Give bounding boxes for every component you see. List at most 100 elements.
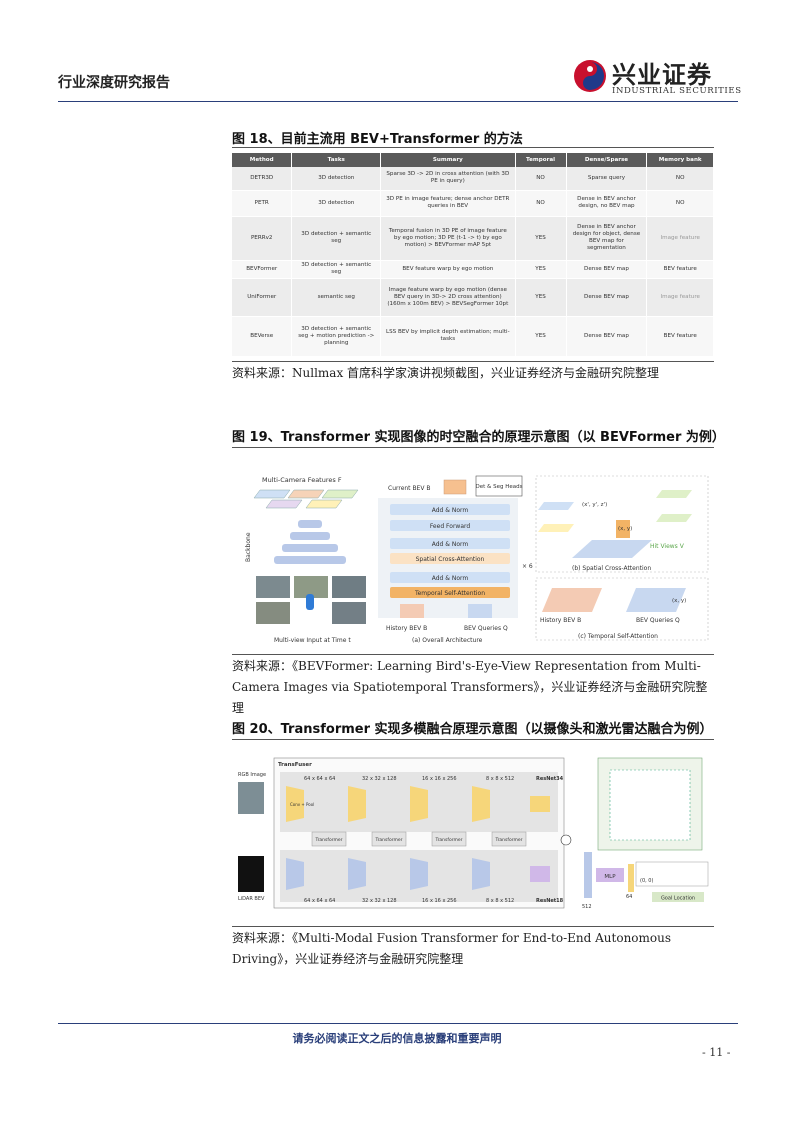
feature-plane	[287, 489, 325, 499]
backbone-layer	[274, 556, 346, 564]
size-label: 16 x 16 x 256	[422, 776, 457, 782]
history-bev-label: History BEV B	[386, 625, 427, 632]
conv-block	[348, 858, 366, 890]
bev-queries-label: BEV Queries Q	[464, 625, 508, 632]
size-label: 8 x 8 x 512	[486, 898, 514, 904]
camera-image	[332, 602, 366, 624]
table-cell: 3D detection + semantic seg + motion pre…	[291, 316, 382, 357]
conv-block	[472, 786, 490, 822]
figure-19-title: 图 19、Transformer 实现图像的时空融合的原理示意图（以 BEVFo…	[232, 430, 725, 445]
multiview-label: Multi-view Input at Time t	[274, 637, 351, 644]
temporal-sa-label: Temporal Self-Attention	[414, 590, 485, 597]
table-cell: Dense BEV map	[566, 316, 648, 357]
transformer-label: Transformer	[314, 837, 342, 843]
feature-plane	[265, 499, 303, 509]
n512-label: 512	[582, 904, 592, 910]
table-cell: Dense in BEV anchor design for object, d…	[566, 216, 648, 261]
table-cell: 3D detection	[291, 167, 382, 191]
table-row: BEVerse 3D detection + semantic seg + mo…	[232, 316, 714, 357]
history-bev-label-2: History BEV B	[540, 617, 581, 624]
add-norm-label: Add & Norm	[432, 575, 469, 582]
table-cell: 3D PE in image feature; dense anchor DET…	[380, 190, 516, 217]
table-cell: BEVFormer	[232, 260, 293, 279]
table-cell: NO	[515, 167, 567, 191]
column-header: Tasks	[291, 153, 382, 167]
figure-19-source: 资料来源：《BEVFormer: Learning Bird's-Eye-Vie…	[232, 659, 708, 715]
feed-forward-block	[390, 520, 510, 531]
table-cell: NO	[515, 190, 567, 217]
table-cell: PETR	[232, 190, 293, 217]
conv-block	[410, 786, 428, 822]
header-rule	[58, 101, 738, 102]
conv-block	[348, 786, 366, 822]
transformer-label: Transformer	[434, 837, 462, 843]
size-label: 64 x 64 x 64	[304, 776, 335, 782]
current-bev-grid	[443, 479, 467, 495]
rgb-label: RGB Image	[238, 772, 266, 778]
sum-node	[560, 834, 572, 846]
transformer-block	[431, 831, 467, 847]
table-cell: Image feature	[646, 216, 714, 261]
pillar	[616, 520, 630, 538]
caption-c: (c) Temporal Self-Attention	[578, 633, 658, 640]
goal-location-box	[652, 892, 704, 902]
feature-vector	[584, 852, 592, 898]
history-bev-grid	[400, 604, 424, 618]
report-type: 行业深度研究报告	[58, 75, 170, 91]
figure-19-bottom-rule	[232, 654, 714, 655]
table-row: PETR 3D detection 3D PE in image feature…	[232, 190, 714, 217]
table-cell: PERRv2	[232, 216, 293, 261]
figure-20-title: 图 20、Transformer 实现多模融合原理示意图（以摄像头和激光雷达融合…	[232, 722, 713, 737]
transformer-label: Transformer	[374, 837, 402, 843]
table-row: PERRv2 3D detection + semantic seg Tempo…	[232, 216, 714, 261]
figure-18-top-rule	[232, 147, 714, 148]
mlp-label: MLP	[604, 874, 616, 880]
rgb-image	[238, 782, 264, 814]
column-header: Summary	[380, 153, 516, 167]
column-header: Dense/Sparse	[566, 153, 648, 167]
table-row: BEVFormer 3D detection + semantic seg BE…	[232, 260, 714, 279]
caption-b: (b) Spatial Cross-Attention	[572, 565, 651, 572]
figure-18-source: 资料来源：Nullmax 首席科学家演讲视频截图，兴业证券经济与金融研究院整理	[232, 366, 660, 380]
table-cell: BEV feature warp by ego motion	[380, 260, 516, 279]
camera-image	[332, 576, 366, 598]
table-cell: BEV feature	[646, 260, 714, 279]
transfuser-label: TransFuser	[278, 762, 312, 768]
bevformer-diagram: Multi-Camera Features F Backbone Multi-v…	[245, 475, 709, 644]
figure-20-source: 资料来源：《Multi-Modal Fusion Transformer for…	[232, 931, 672, 966]
query-bev-plane	[626, 588, 686, 612]
feature-plane	[321, 489, 359, 499]
feed-forward-label: Feed Forward	[430, 523, 471, 530]
table-cell: DETR3D	[232, 167, 293, 191]
table-row: DETR3D 3D detection Sparse 3D -> 2D in c…	[232, 167, 714, 191]
table-cell: YES	[515, 278, 567, 317]
ego-car-icon	[306, 594, 314, 610]
column-header: Memory bank	[646, 153, 714, 167]
camera-image	[294, 576, 328, 598]
repeat-count: × 6	[522, 563, 533, 570]
lidar-label: LiDAR BEV	[238, 896, 265, 902]
table-cell: 3D detection	[291, 190, 382, 217]
latent-vector	[628, 864, 634, 892]
disclaimer-text: 请务必阅读正文之后的信息披露和重要声明	[292, 1032, 502, 1045]
hit-views-label: Hit Views V	[650, 543, 685, 550]
heads-box	[475, 475, 523, 497]
size-label: 8 x 8 x 512	[486, 776, 514, 782]
figure-18-bottom-rule	[232, 361, 714, 362]
history-bev-plane	[542, 588, 602, 612]
view-plane	[538, 524, 574, 532]
table-cell: semantic seg	[291, 278, 382, 317]
backbone-layer	[298, 520, 322, 528]
view-plane	[656, 514, 692, 522]
bev-queries-grid	[468, 604, 492, 618]
avgpool-block	[530, 866, 550, 882]
multi-camera-label: Multi-Camera Features F	[262, 476, 342, 484]
bev-transformer-methods-table: Method Tasks Summary Temporal Dense/Spar…	[232, 153, 714, 357]
add-norm-block	[390, 572, 510, 583]
camera-image	[256, 602, 290, 624]
table-cell: Sparse 3D -> 2D in cross attention (with…	[380, 167, 516, 191]
add-norm-block	[390, 538, 510, 549]
table-cell: LSS BEV by implicit depth estimation; mu…	[380, 316, 516, 357]
logo-text-en: INDUSTRIAL SECURITIES	[612, 86, 742, 96]
gru-decoder	[635, 861, 709, 887]
